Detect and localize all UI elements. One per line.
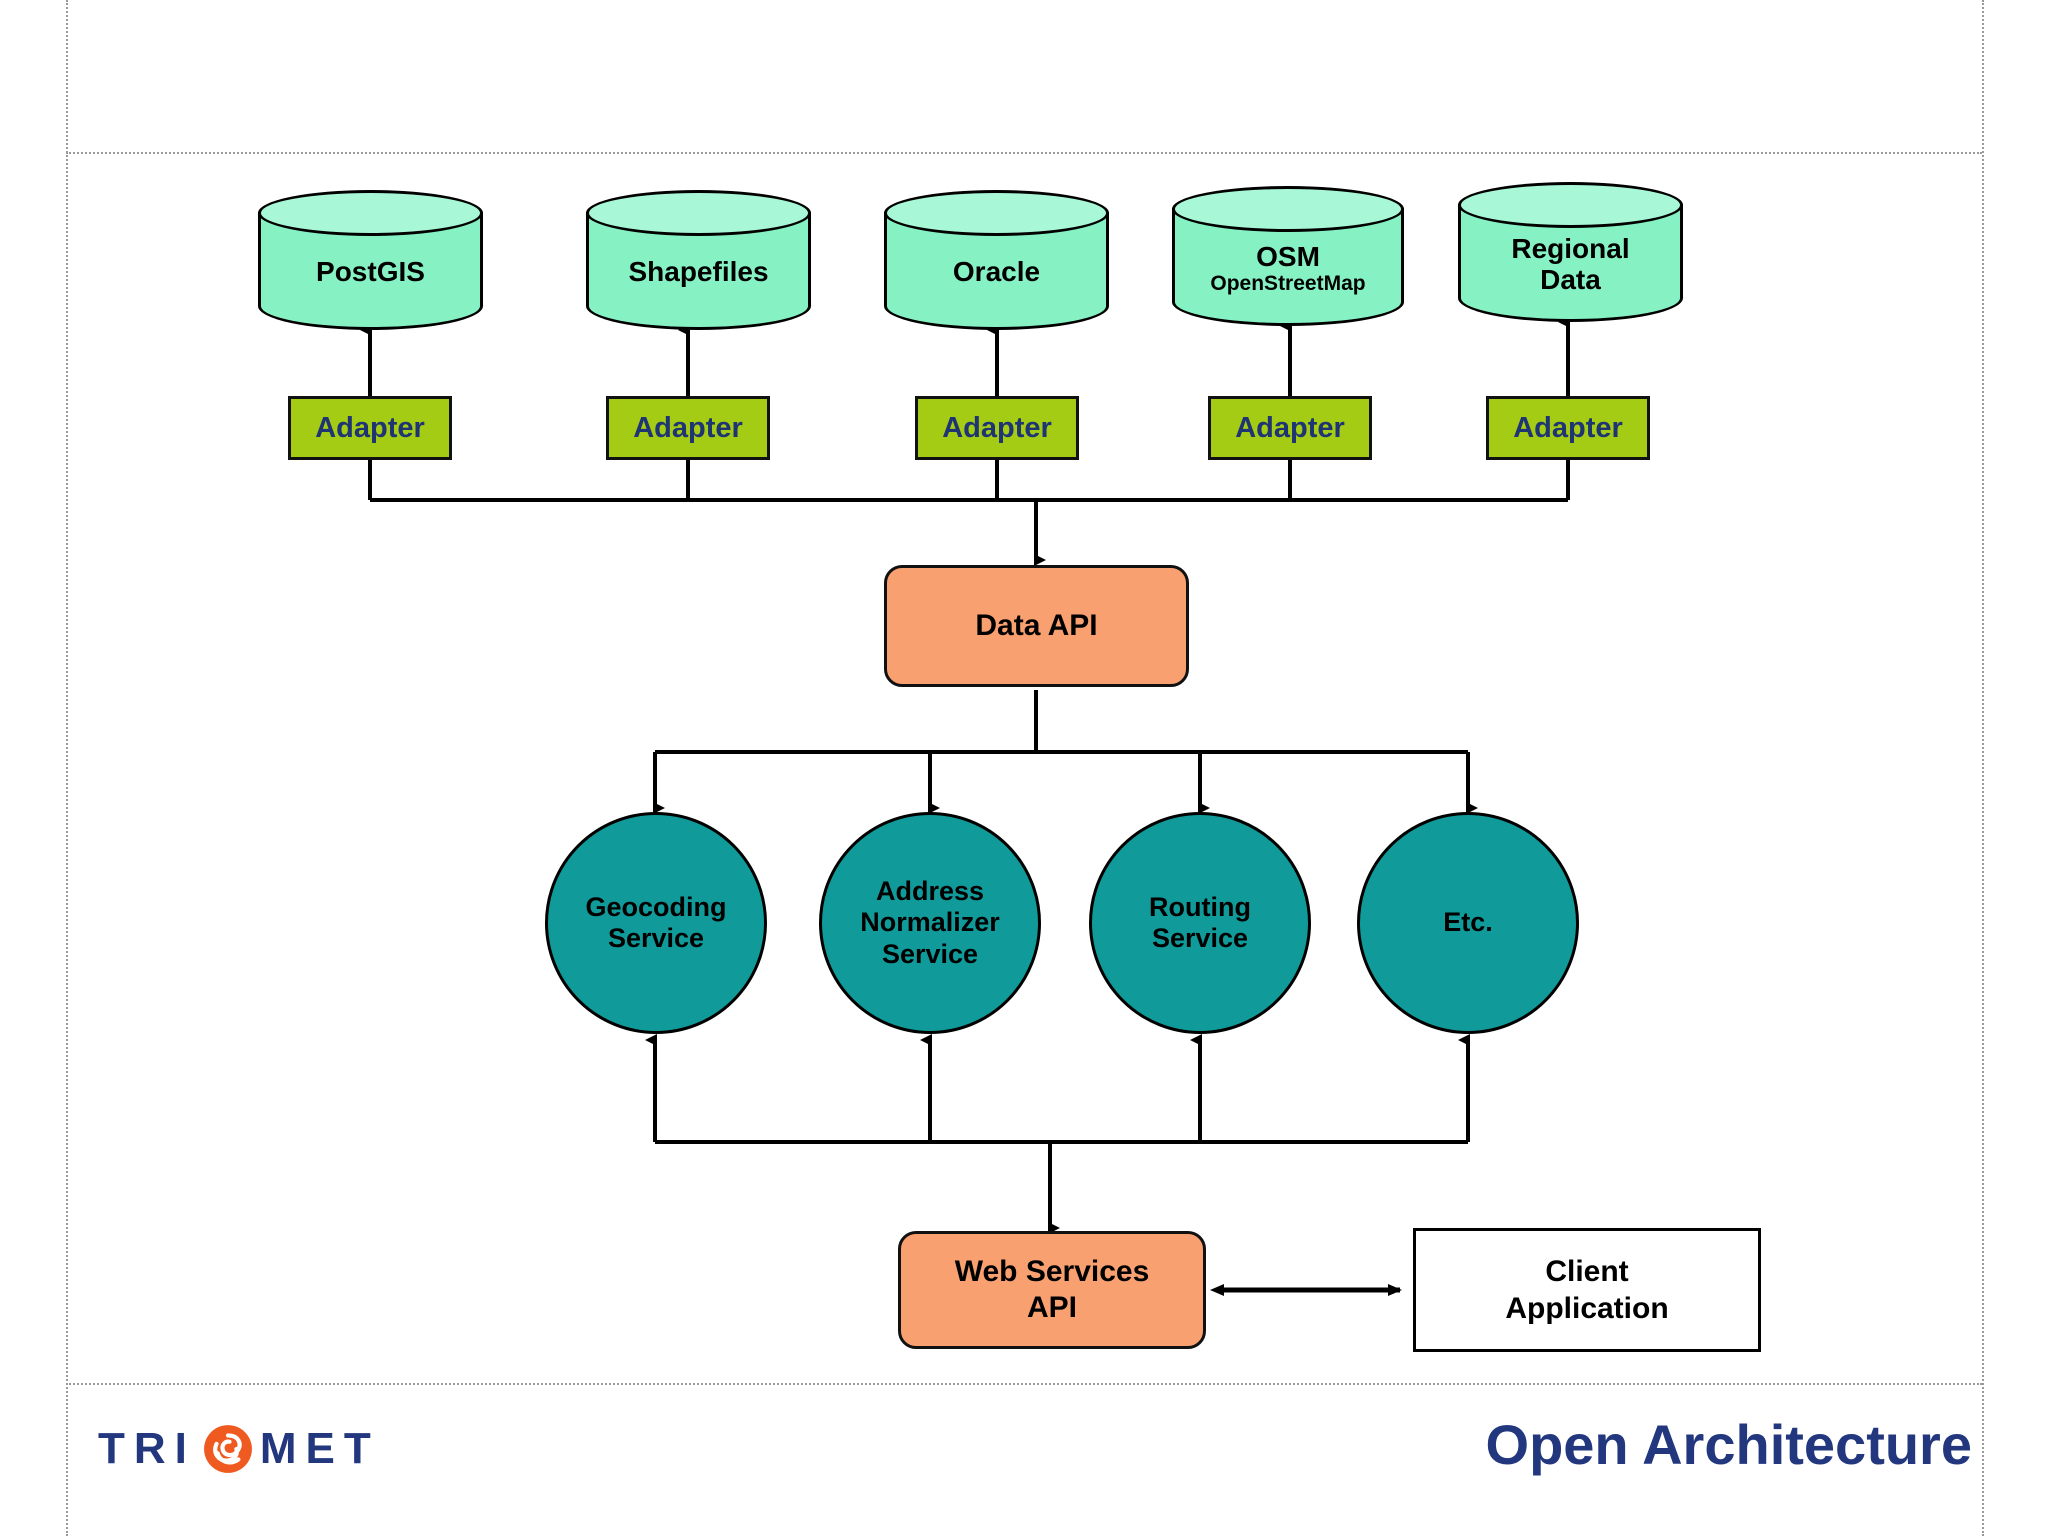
database-label-main: PostGIS	[316, 256, 425, 288]
database-label: Oracle	[884, 220, 1109, 324]
page-title: Open Architecture	[1485, 1413, 1972, 1476]
cylinder-body	[884, 212, 1109, 330]
web-services-api-line1: Web Services	[954, 1255, 1150, 1288]
database-postgis[interactable]: PostGIS	[258, 190, 483, 330]
trimet-rose-icon	[203, 1425, 252, 1473]
service-label: Geocoding Service	[586, 892, 727, 954]
web-services-api-box[interactable]: Web Services API	[898, 1231, 1206, 1349]
database-label-sub: Data	[1540, 264, 1601, 295]
adapter-osm[interactable]: Adapter	[1208, 396, 1372, 460]
service-label: Address Normalizer Service	[860, 876, 1000, 969]
client-application-line2: Application	[1505, 1292, 1669, 1325]
database-label-main: OSM	[1256, 240, 1320, 272]
database-label-main: Regional	[1511, 232, 1630, 264]
service-label-line1: Geocoding	[585, 891, 727, 922]
service-label-line1: Etc.	[1443, 907, 1493, 938]
service-address-normalizer[interactable]: Address Normalizer Service	[819, 812, 1041, 1034]
service-label: Routing Service	[1149, 892, 1251, 954]
service-label-line2: Normalizer	[860, 907, 1000, 938]
cylinder-top	[884, 190, 1109, 236]
service-label-line2: Service	[1151, 923, 1249, 953]
database-label: Regional Data	[1458, 212, 1683, 316]
service-label-line2: Service	[607, 923, 705, 953]
logo-text-tri: TRI	[98, 1424, 196, 1473]
service-routing[interactable]: Routing Service	[1089, 812, 1311, 1034]
database-oracle[interactable]: Oracle	[884, 190, 1109, 330]
service-label-line3: Service	[881, 938, 979, 969]
adapter-shapefiles[interactable]: Adapter	[606, 396, 770, 460]
database-regional-data[interactable]: Regional Data	[1458, 182, 1683, 322]
database-label-sub: OpenStreetMap	[1210, 271, 1366, 295]
service-geocoding[interactable]: Geocoding Service	[545, 812, 767, 1034]
client-application-box[interactable]: Client Application	[1413, 1228, 1761, 1352]
database-label-main: Oracle	[952, 256, 1041, 288]
cylinder-top	[1458, 182, 1683, 228]
adapter-oracle[interactable]: Adapter	[915, 396, 1079, 460]
web-services-api-label: Web Services API	[955, 1254, 1150, 1326]
cylinder-top	[258, 190, 483, 236]
cylinder-top	[586, 190, 811, 236]
database-label: PostGIS	[258, 220, 483, 324]
database-label-main: Shapefiles	[628, 256, 769, 288]
service-label-line1: Routing	[1149, 891, 1251, 922]
adapter-postgis[interactable]: Adapter	[288, 396, 452, 460]
service-etc[interactable]: Etc.	[1357, 812, 1579, 1034]
client-application-line1: Client	[1545, 1254, 1629, 1288]
database-label: Shapefiles	[586, 220, 811, 324]
client-application-label: Client Application	[1505, 1253, 1668, 1328]
logo-text-met: MET	[259, 1424, 380, 1473]
cylinder-top	[1172, 186, 1404, 232]
database-osm[interactable]: OSM OpenStreetMap	[1172, 186, 1404, 326]
database-shapefiles[interactable]: Shapefiles	[586, 190, 811, 330]
trimet-logo: TRI MET	[98, 1418, 380, 1480]
web-services-api-line2: API	[1026, 1291, 1077, 1324]
database-label: OSM OpenStreetMap	[1172, 216, 1404, 320]
adapter-regional[interactable]: Adapter	[1486, 396, 1650, 460]
service-label-line1: Address	[875, 876, 985, 907]
service-label: Etc.	[1443, 907, 1493, 938]
data-api-box[interactable]: Data API	[884, 565, 1189, 687]
